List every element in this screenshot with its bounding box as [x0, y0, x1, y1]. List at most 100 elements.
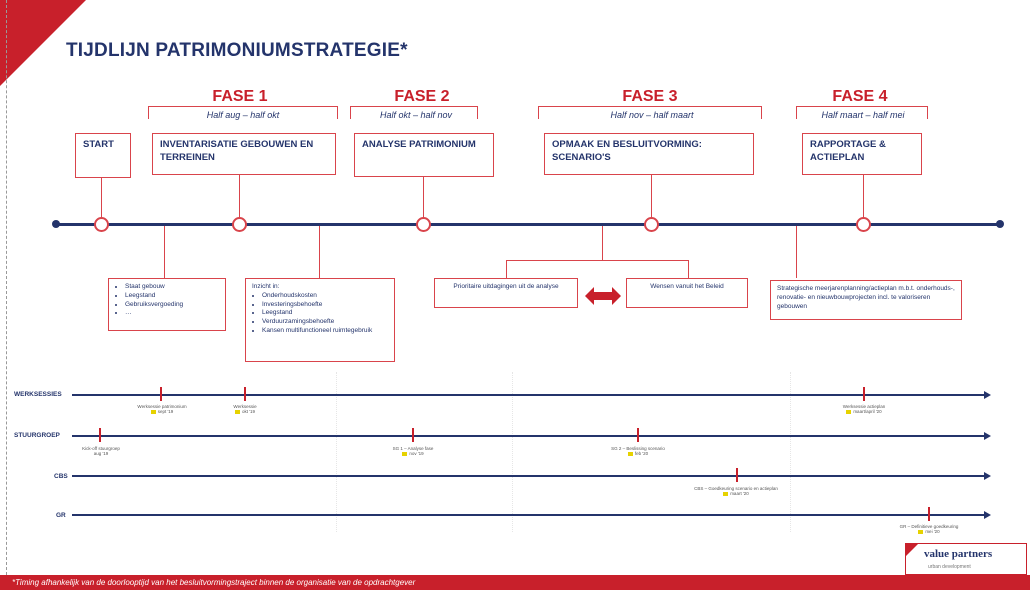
phase-1-bracket [148, 106, 338, 119]
event-date: mei '20 [884, 529, 974, 534]
phase-4-bracket [796, 106, 928, 119]
event-date-text: aug '19 [93, 451, 109, 456]
phase-1-period: Half aug – half okt [190, 110, 296, 120]
note-connector-3-split [506, 260, 688, 261]
note-start-list: Staat gebouw Leegstand Gebruiksvergoedin… [108, 278, 226, 331]
event-date-text: nov '19 [409, 451, 424, 456]
left-dashed-border [6, 0, 7, 575]
marker-icon [402, 451, 408, 456]
event-text: SG 2 – Beslissing scenario [611, 446, 665, 451]
grid-divider [336, 372, 337, 532]
event-date-text: feb '20 [634, 451, 649, 456]
milestone-inventarisatie: INVENTARISATIE GEBOUWEN EN TERREINEN [152, 133, 336, 175]
timeline-end-dot [996, 220, 1004, 228]
event-date: okt '19 [218, 409, 272, 414]
track-event-tick [637, 428, 639, 442]
track-event-tick [736, 468, 738, 482]
logo-sub-text: urban development [928, 564, 971, 570]
timeline-node-fase1 [232, 217, 247, 232]
footer-note: *Timing afhankelijk van de doorlooptijd … [0, 575, 1030, 590]
event-date: nov '19 [378, 451, 448, 456]
note-policy: Wensen vanuit het Beleid [626, 278, 748, 308]
milestone-analyse: ANALYSE PATRIMONIUM [354, 133, 494, 177]
note-connector-3 [602, 226, 603, 260]
phase-4-title: FASE 4 [832, 88, 888, 105]
note-insight: Inzicht in: Onderhoudskosten Investering… [245, 278, 395, 362]
milestone-start: START [75, 133, 131, 178]
list-item: Verduurzamingsbehoefte [262, 318, 388, 327]
marker-icon [723, 491, 729, 496]
phase-3-bracket [538, 106, 762, 119]
event-date-text: maart/april '20 [853, 409, 882, 414]
note-insight-title: Inzicht in: [252, 283, 280, 290]
track-arrow-icon [984, 391, 991, 399]
track-label-gr: GR [56, 512, 66, 519]
track-event-tick [863, 387, 865, 401]
event-date-text: mei '20 [925, 529, 940, 534]
marker-icon [846, 409, 852, 414]
event-date-text: sept '19 [157, 409, 174, 414]
track-arrow-icon [984, 511, 991, 519]
phase-4-period: Half maart – half mei [800, 110, 926, 120]
event-text: SG 1 – Analyse fase [392, 446, 434, 451]
note-priorities: Prioritaire uitdagingen uit de analyse [434, 278, 578, 308]
phase-3-title: FASE 3 [622, 88, 678, 105]
list-item: Investeringsbehoefte [262, 301, 388, 310]
event-date-text: okt '19 [241, 409, 256, 414]
event-date: maart/april '20 [828, 409, 900, 414]
event-date: maart '20 [676, 491, 796, 496]
event-text: Werksessie patrimonium [137, 404, 187, 409]
list-item: Leegstand [262, 309, 388, 318]
connector-fase2 [423, 177, 424, 218]
timeline-node-fase4 [856, 217, 871, 232]
marker-icon [918, 529, 924, 534]
page-title: TIJDLIJN PATRIMONIUMSTRATEGIE* [66, 40, 408, 61]
event-text: Kick-off stuurgroep [82, 446, 120, 451]
phase-1-title: FASE 1 [212, 88, 268, 105]
track-label-stuurgroep: STUURGROEP [14, 432, 60, 439]
track-arrow-icon [984, 432, 991, 440]
track-event-tick [160, 387, 162, 401]
grid-divider [790, 372, 791, 532]
phase-3-period: Half nov – half maart [590, 110, 714, 120]
event-date: feb '20 [600, 451, 676, 456]
event-text: Werksessie actieplan [842, 404, 886, 409]
track-event-tick [928, 507, 930, 521]
track-event-tick [99, 428, 101, 442]
track-event-tick [244, 387, 246, 401]
event-date-text: maart '20 [730, 491, 749, 496]
note-connector-2 [319, 226, 320, 278]
main-timeline [56, 223, 1000, 226]
list-item: … [125, 309, 219, 318]
grid-divider [512, 372, 513, 532]
marker-icon [627, 451, 633, 456]
list-item: Kansen multifunctioneel ruimtegebruik [262, 327, 388, 336]
list-item: Leegstand [125, 292, 219, 301]
logo-triangle [905, 543, 919, 557]
list-item: Gebruiksvergoeding [125, 301, 219, 310]
double-arrow-icon [585, 287, 621, 305]
timeline-node-fase3 [644, 217, 659, 232]
note-strategic: Strategische meerjarenplanning/actieplan… [770, 280, 962, 320]
event-text: CBS – Goedkeuring scenario en actieplan [694, 486, 778, 491]
connector-start [101, 178, 102, 218]
track-label-cbs: CBS [54, 473, 68, 480]
track-line-werksessies [72, 394, 984, 396]
phase-2-bracket [350, 106, 478, 119]
track-arrow-icon [984, 472, 991, 480]
list-item: Staat gebouw [125, 283, 219, 292]
note-connector-1 [164, 226, 165, 278]
timeline-node-start [94, 217, 109, 232]
note-connector-3a [506, 260, 507, 278]
list-item: Onderhoudskosten [262, 292, 388, 301]
event-text: GR – Definitieve goedkeuring [899, 524, 959, 529]
milestone-opmaak: OPMAAK EN BESLUITVORMING: SCENARIO'S [544, 133, 754, 175]
timeline-node-fase2 [416, 217, 431, 232]
